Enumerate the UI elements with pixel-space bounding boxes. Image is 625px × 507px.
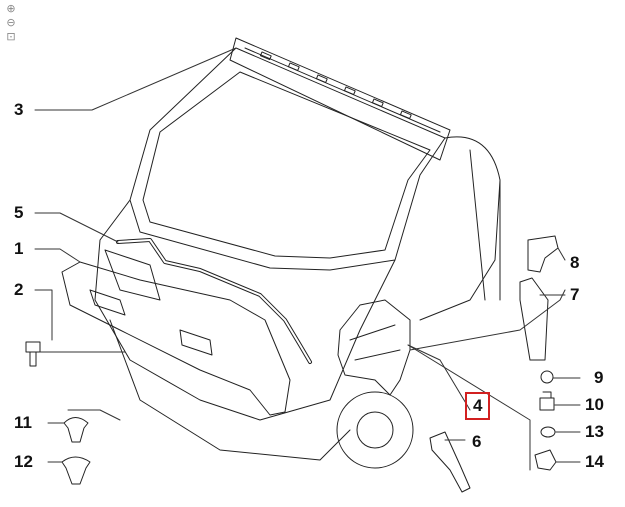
callout-9[interactable]: 9 — [594, 368, 604, 387]
callout-7[interactable]: 7 — [570, 285, 580, 304]
roof-panel — [229, 37, 451, 161]
callout-3[interactable]: 3 — [14, 100, 24, 119]
part-1-scuttle-panel — [61, 261, 291, 416]
callout-1[interactable]: 1 — [14, 239, 24, 258]
windshield-frame — [129, 47, 446, 271]
front-wheel-hub — [356, 411, 394, 449]
callout-2[interactable]: 2 — [14, 280, 24, 299]
part-6-bracket — [429, 431, 471, 493]
bumper — [109, 319, 351, 461]
part-10-clip — [539, 391, 555, 411]
part-11-pin — [63, 417, 89, 443]
door-line — [469, 149, 501, 301]
part-12-pin — [61, 456, 91, 485]
callout-14[interactable]: 14 — [585, 452, 604, 471]
windshield-inner — [142, 71, 431, 259]
headlight-left — [104, 249, 161, 301]
callout-4-highlighted[interactable]: 4 — [465, 392, 491, 420]
roof-inner-line — [244, 47, 441, 133]
a-pillar-right — [419, 136, 501, 321]
part-14-plug — [534, 449, 557, 471]
leader-lines — [34, 47, 581, 471]
callout-11[interactable]: 11 — [14, 413, 32, 432]
hood-outline — [94, 199, 396, 421]
callout-10[interactable]: 10 — [585, 395, 604, 414]
part-9-clip — [540, 370, 554, 384]
part-7-strip — [519, 277, 549, 361]
part-4-wheel-arch-liner — [337, 299, 411, 396]
part-8-bracket — [527, 235, 559, 273]
callout-13[interactable]: 13 — [585, 422, 604, 441]
part-13-grommet — [540, 426, 556, 438]
zoom-toolbar: ⊕ ⊖ ⊡ — [4, 2, 20, 44]
callout-8[interactable]: 8 — [570, 253, 580, 272]
callout-12[interactable]: 12 — [14, 452, 33, 471]
roof-slots — [259, 51, 412, 120]
zoom-fit-icon[interactable]: ⊡ — [6, 30, 16, 43]
front-wheel — [336, 391, 414, 469]
zoom-in-icon[interactable]: ⊕ — [6, 2, 16, 15]
callout-5[interactable]: 5 — [14, 203, 24, 222]
callout-6[interactable]: 6 — [472, 432, 482, 451]
zoom-out-icon[interactable]: ⊖ — [6, 16, 16, 29]
part-2-bolt — [25, 341, 41, 367]
